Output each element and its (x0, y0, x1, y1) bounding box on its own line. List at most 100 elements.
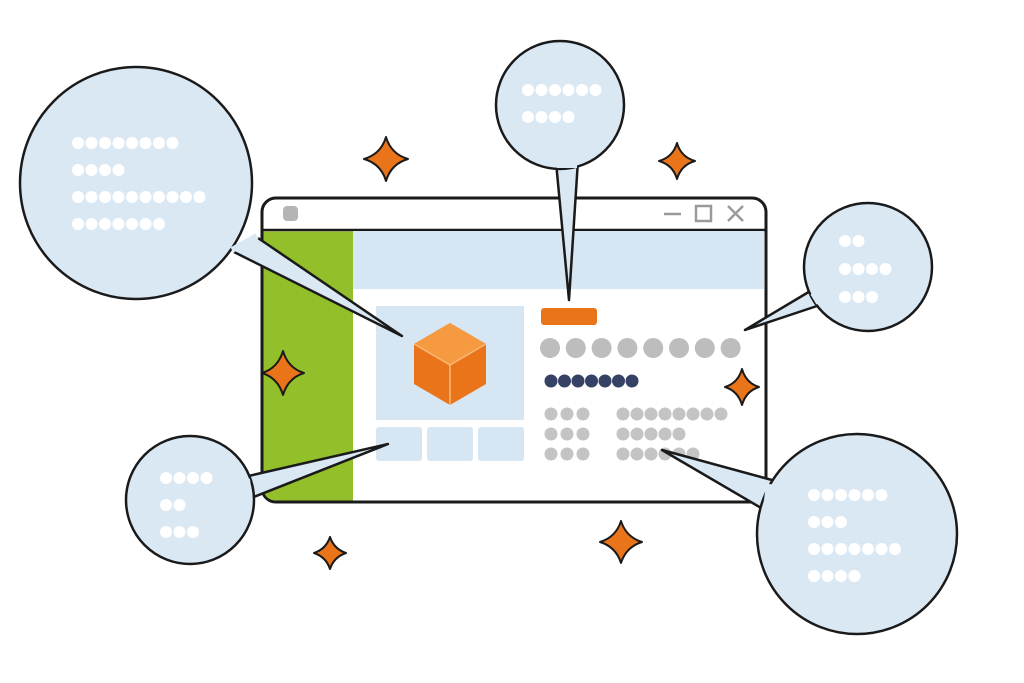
placeholder-text-dot (160, 472, 172, 484)
rating-dot (669, 338, 689, 358)
sparkle-icon (724, 368, 760, 406)
placeholder-text-dot (139, 137, 152, 149)
badge (541, 308, 597, 325)
placeholder-text-dot (72, 191, 84, 203)
placeholder-text-dot (835, 489, 847, 501)
placeholder-text-dot (99, 164, 111, 176)
spec-value-dot (630, 447, 644, 461)
placeholder-text-dot (862, 543, 874, 555)
placeholder-text-dot (808, 570, 820, 582)
spec-label-dot (560, 407, 574, 421)
thumbnail-strip (376, 427, 524, 461)
placeholder-text-dot (173, 526, 186, 538)
close-icon[interactable] (727, 205, 744, 222)
placeholder-text-dot (126, 191, 138, 203)
rating-dot (694, 338, 715, 358)
price-dot (612, 374, 625, 388)
spec-value-dot (616, 407, 630, 421)
callout-product-image (18, 65, 404, 338)
sparkle-icon (261, 350, 305, 396)
sparkle-icon (363, 136, 409, 182)
placeholder-text-dot (589, 84, 602, 96)
spec-value-dot (644, 447, 658, 461)
placeholder-text-dot (126, 218, 138, 230)
price-dot (625, 374, 639, 388)
rating-dot (565, 338, 586, 358)
spec-label-dot (544, 447, 558, 461)
price-dot (585, 374, 598, 388)
placeholder-text-dot (835, 543, 847, 555)
box-icon (413, 323, 487, 405)
maximize-icon[interactable] (694, 204, 713, 223)
spec-label-dot (576, 427, 590, 441)
placeholder-text-dot (173, 499, 186, 511)
thumbnail[interactable] (376, 427, 422, 461)
placeholder-text-dot (839, 235, 851, 247)
placeholder-text-dot (99, 137, 111, 149)
placeholder-text-dot (866, 263, 878, 275)
placeholder-text-dot (549, 111, 561, 123)
spec-value-dot (616, 427, 630, 441)
spec-value-dot (644, 427, 658, 441)
price-dot (544, 374, 558, 388)
placeholder-text-dot (875, 543, 888, 555)
placeholder-text-dot (535, 84, 548, 96)
placeholder-text-dot (139, 191, 152, 203)
placeholder-text-dot (808, 543, 820, 555)
placeholder-text-dot (72, 164, 84, 176)
spec-label-dot (576, 447, 590, 461)
thumbnail[interactable] (478, 427, 524, 461)
rating-dot (720, 338, 741, 358)
window-app-icon (283, 206, 298, 221)
placeholder-text-dot (72, 218, 84, 230)
placeholder-text-dot (187, 526, 199, 538)
placeholder-text-dot (852, 291, 865, 303)
placeholder-text-dot (85, 137, 98, 149)
placeholder-text-dot (85, 218, 98, 230)
placeholder-text-dot (852, 263, 865, 275)
placeholder-text-dot (821, 489, 834, 501)
placeholder-text-dot (562, 84, 575, 96)
placeholder-text-dot (535, 111, 548, 123)
placeholder-text-dot (562, 111, 575, 123)
placeholder-text-dot (879, 263, 892, 275)
placeholder-text-dot (862, 489, 874, 501)
placeholder-text-dot (139, 218, 152, 230)
spec-value-dot (672, 427, 686, 441)
spec-value-dot (672, 407, 686, 421)
window-title-bar (262, 204, 766, 232)
spec-value-dot (700, 407, 714, 421)
placeholder-text-dot (187, 472, 199, 484)
spec-label-dot (560, 447, 574, 461)
placeholder-text-dot (153, 137, 165, 149)
placeholder-text-dot (153, 218, 165, 230)
spec-label-dot (560, 427, 574, 441)
spec-label-dot (544, 427, 558, 441)
spec-value-dot (658, 407, 672, 421)
placeholder-text-dot (112, 137, 125, 149)
app-window (260, 196, 768, 504)
price-dots (544, 374, 639, 388)
price-dot (571, 374, 585, 388)
callout-badge (494, 39, 626, 302)
placeholder-text-dot (835, 570, 847, 582)
callout-thumbnails (124, 434, 390, 566)
placeholder-text-dot (160, 526, 172, 538)
spec-value-dot (616, 447, 630, 461)
spec-value-dot (714, 407, 728, 421)
price-dot (558, 374, 571, 388)
rating-dot (617, 338, 638, 358)
placeholder-text-dot (99, 218, 111, 230)
price-dot (598, 374, 612, 388)
sparkle-icon (658, 142, 696, 180)
placeholder-text-dot (821, 543, 834, 555)
spec-table (544, 407, 728, 461)
placeholder-text-dot (852, 235, 865, 247)
placeholder-text-dot (166, 191, 179, 203)
spec-value-dot (644, 407, 658, 421)
placeholder-text-dot (160, 499, 172, 511)
placeholder-text-dot (112, 164, 125, 176)
rating-dots (540, 338, 741, 358)
thumbnail[interactable] (427, 427, 473, 461)
placeholder-text-dot (839, 291, 851, 303)
